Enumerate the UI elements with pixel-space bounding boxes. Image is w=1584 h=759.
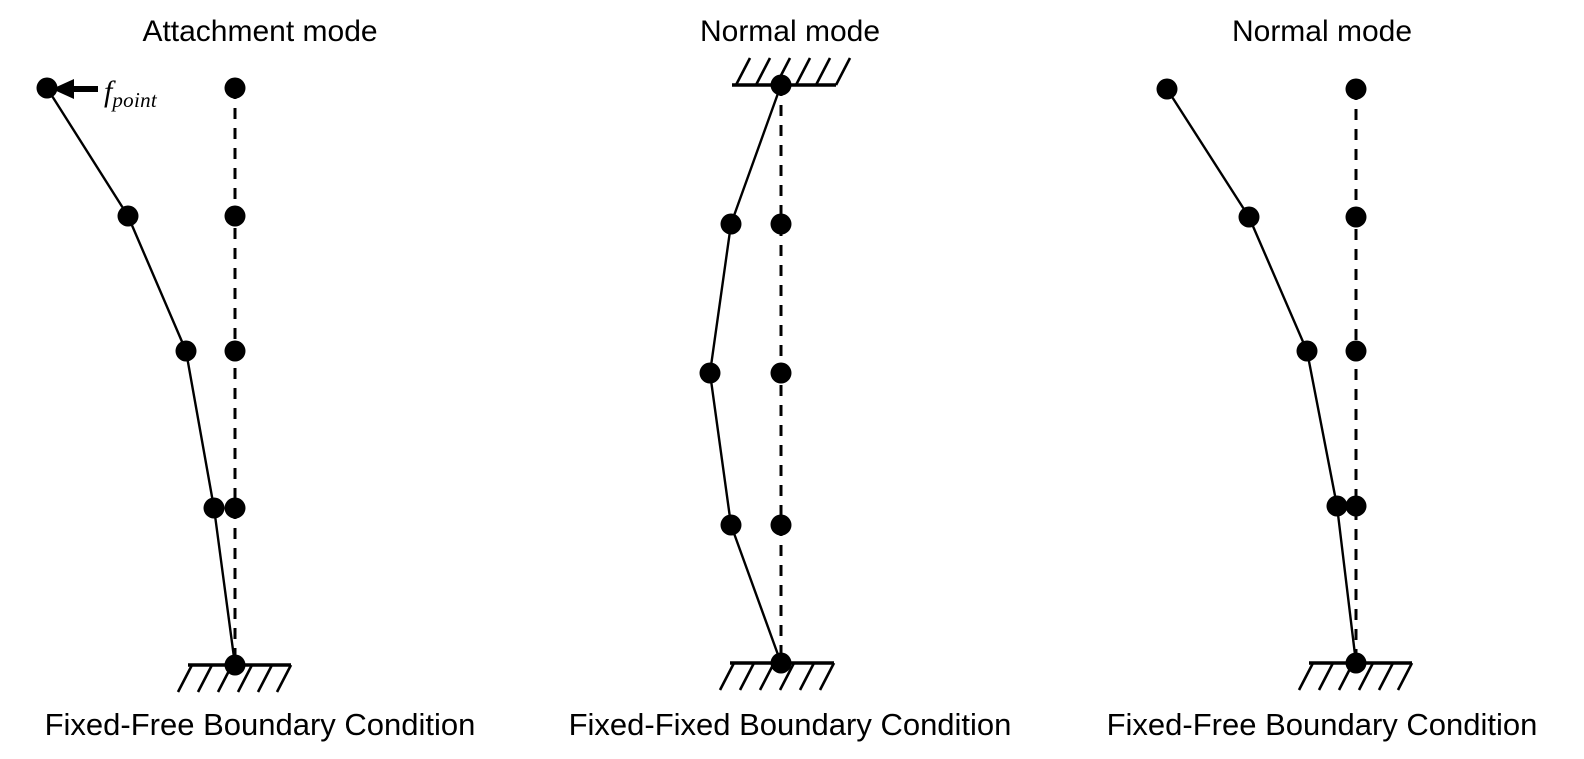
- force-symbol: f: [104, 75, 113, 108]
- reference-nodes: [224, 77, 246, 519]
- force-label: fpoint: [104, 75, 158, 113]
- deformed-nodes: [1156, 78, 1367, 674]
- panel-drawing: [36, 77, 293, 693]
- panel-title: Attachment mode: [142, 15, 378, 48]
- panel-attachment-mode: Attachment mode: [0, 0, 520, 759]
- deformed-nodes: [699, 74, 792, 674]
- reference-nodes: [770, 213, 792, 536]
- panel-drawing: [1156, 78, 1414, 691]
- panel-drawing: [699, 57, 852, 691]
- deformed-shape-line: [1165, 88, 1358, 664]
- panel-caption: Fixed-Free Boundary Condition: [44, 707, 476, 742]
- panel-title: Normal mode: [1231, 15, 1413, 48]
- reference-nodes: [1345, 78, 1367, 517]
- panel-normal-mode-fixed-free: Normal mode: [1060, 0, 1584, 759]
- deformed-nodes: [36, 77, 246, 676]
- deformed-shape-line: [708, 84, 783, 664]
- fixed-support-top-icon: [732, 57, 852, 87]
- force-arrow-icon: [52, 79, 98, 99]
- force-subscript: point: [112, 88, 158, 112]
- panel-normal-mode-fixed-fixed: Normal mode: [520, 0, 1060, 759]
- panel-title: Normal mode: [699, 15, 881, 48]
- panel-caption: Fixed-Fixed Boundary Condition: [568, 707, 1012, 742]
- panel-caption: Fixed-Free Boundary Condition: [1106, 707, 1538, 742]
- deformed-shape-line: [45, 87, 237, 666]
